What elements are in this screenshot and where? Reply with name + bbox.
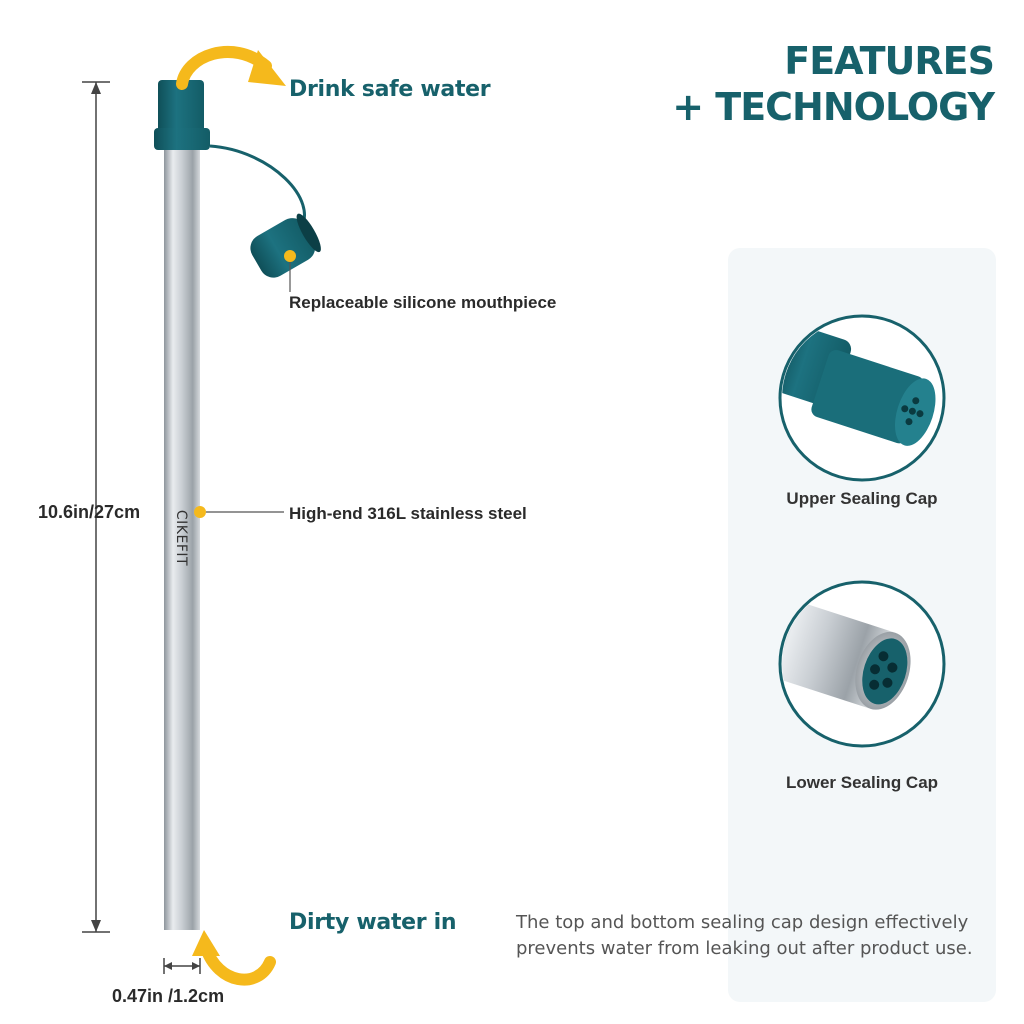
title-line-2: + TECHNOLOGY bbox=[672, 85, 995, 129]
diameter-dimension bbox=[163, 958, 201, 974]
steel-callout: High-end 316L stainless steel bbox=[289, 504, 527, 523]
lower-cap-illustration bbox=[778, 580, 946, 748]
lower-cap-label: Lower Sealing Cap bbox=[785, 773, 939, 792]
brand-mark: CIKEFIT bbox=[173, 509, 189, 567]
dirty-callout: Dirty water in bbox=[289, 910, 457, 935]
bottom-arrow-icon bbox=[192, 930, 276, 986]
description-line-1: The top and bottom sealing cap design ef… bbox=[516, 912, 969, 933]
upper-cap-illustration bbox=[778, 314, 946, 482]
mouthpiece-callout: Replaceable silicone mouthpiece bbox=[289, 293, 557, 312]
description: The top and bottom sealing cap design ef… bbox=[516, 910, 1006, 962]
top-arrow-icon bbox=[176, 46, 286, 90]
steel-leader bbox=[194, 506, 284, 518]
length-label: 10.6in/27cm bbox=[38, 502, 141, 522]
height-dimension bbox=[82, 81, 110, 933]
title-line-1: FEATURES bbox=[784, 39, 995, 83]
upper-cap-label: Upper Sealing Cap bbox=[786, 489, 938, 508]
mouthpiece bbox=[154, 80, 321, 278]
description-line-2: prevents water from leaking out after pr… bbox=[516, 938, 973, 959]
straw-tube bbox=[164, 140, 200, 930]
mouthpiece-leader bbox=[284, 250, 296, 292]
drink-callout: Drink safe water bbox=[289, 77, 491, 102]
diameter-label: 0.47in /1.2cm bbox=[112, 986, 225, 1006]
